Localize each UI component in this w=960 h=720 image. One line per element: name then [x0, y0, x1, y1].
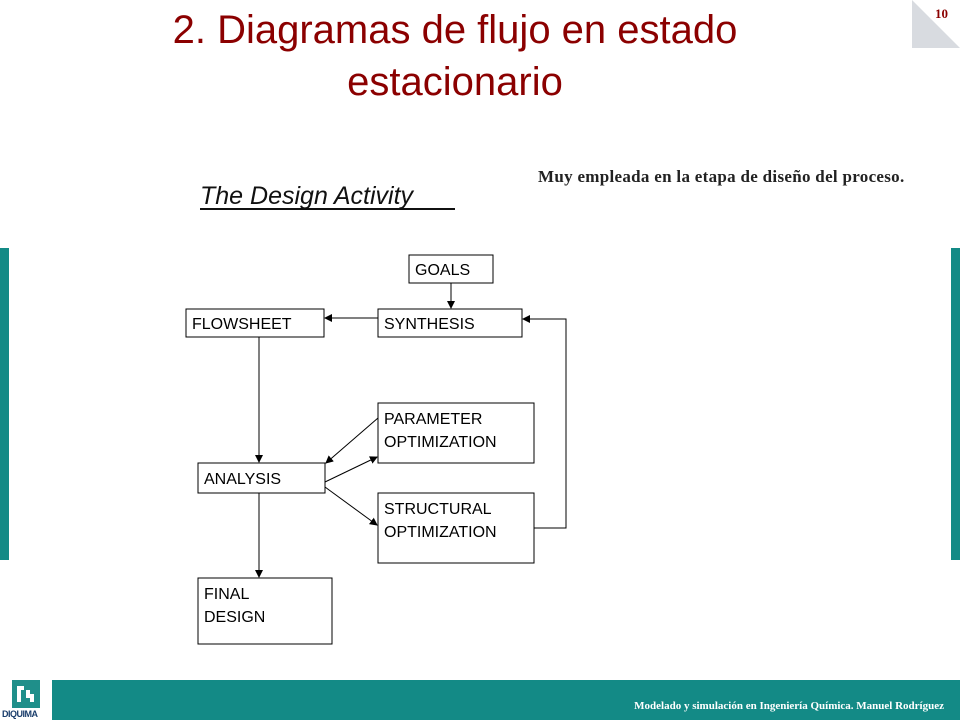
node-analysis-label: ANALYSIS	[204, 471, 281, 488]
left-accent-bar	[0, 248, 9, 560]
slide-title: 2. Diagramas de flujo en estado estacion…	[172, 8, 738, 104]
node-structural-optimization: STRUCTURAL OPTIMIZATION	[377, 492, 535, 564]
node-parameter-optimization-line1: PARAMETER	[384, 411, 482, 428]
node-flowsheet-label: FLOWSHEET	[192, 316, 292, 333]
page-curl-icon	[912, 0, 960, 48]
right-accent-bar	[951, 248, 960, 560]
flowchart-edges	[255, 283, 567, 578]
edge-structural-synthesis	[522, 315, 567, 529]
logo-text: DIQUIMA	[2, 709, 38, 719]
node-final-design-line2: DESIGN	[204, 609, 265, 626]
node-analysis: ANALYSIS	[197, 462, 326, 494]
slide-note: Muy empleada en la etapa de diseño del p…	[538, 167, 905, 186]
node-structural-optimization-line1: STRUCTURAL	[384, 501, 492, 518]
node-flowsheet: FLOWSHEET	[185, 308, 325, 338]
design-activity-flowchart: The Design Activity GOALS SYNTHESIS FLOW…	[185, 182, 567, 645]
edge-parameter-analysis	[325, 417, 379, 464]
footer-bar: Modelado y simulación en Ingeniería Quím…	[0, 680, 960, 720]
edge-analysis-parameter	[324, 456, 378, 483]
node-final-design-line1: FINAL	[204, 586, 249, 603]
node-synthesis-label: SYNTHESIS	[384, 316, 475, 333]
node-parameter-optimization: PARAMETER OPTIMIZATION	[377, 402, 535, 464]
diagram-heading: The Design Activity	[200, 182, 415, 210]
node-goals-label: GOALS	[415, 262, 470, 279]
diquima-logo: DIQUIMA	[0, 676, 52, 720]
page-number: 10	[935, 6, 948, 21]
node-synthesis: SYNTHESIS	[377, 308, 523, 338]
diquima-logo-icon	[12, 680, 40, 708]
node-final-design: FINAL DESIGN	[197, 577, 333, 645]
node-parameter-optimization-line2: OPTIMIZATION	[384, 434, 497, 451]
node-structural-optimization-line2: OPTIMIZATION	[384, 524, 497, 541]
edge-analysis-structural	[324, 486, 378, 526]
footer-credit: Modelado y simulación en Ingeniería Quím…	[634, 700, 944, 712]
node-goals: GOALS	[408, 254, 494, 284]
